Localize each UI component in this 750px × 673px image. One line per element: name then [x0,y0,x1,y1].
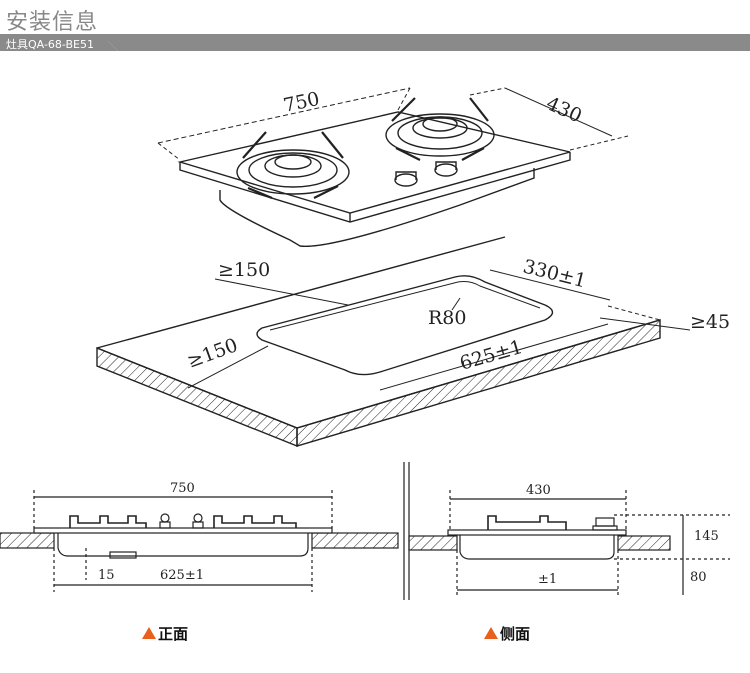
front-margin-label: ≥150 [184,334,241,373]
header-band [0,34,750,51]
cutout-depth-label: 330±1 [521,256,589,293]
front-width-label: 750 [170,481,195,496]
radius-label: R80 [428,307,466,329]
front-caption-triangle-icon [142,627,156,639]
hob-3d [177,97,571,248]
page-title: 安装信息 [6,10,99,35]
side-caption-triangle-icon [484,627,498,639]
countertop-3d [96,236,661,448]
top-width-label: 750 [281,88,321,117]
side-caption: 侧面 [500,625,530,643]
front-cutout-label: 625±1 [160,568,204,583]
side-depth-label: 430 [526,483,551,498]
side-cutout-label: ±1 [538,572,557,587]
top-dim-lines [157,87,629,161]
top-depth-label: 430 [543,92,585,127]
front-offset-label: 15 [98,568,115,583]
right-margin-label: ≥45 [690,311,730,333]
side-view [403,462,730,600]
front-view [0,490,399,592]
side-height-label: 145 [694,529,719,544]
model-subtitle: 灶具QA-68-BE51 [6,38,94,51]
front-caption: 正面 [158,625,188,643]
left-margin-label: ≥150 [218,259,270,281]
countertop-dim-lines [187,269,691,391]
side-below-label: 80 [690,570,707,585]
